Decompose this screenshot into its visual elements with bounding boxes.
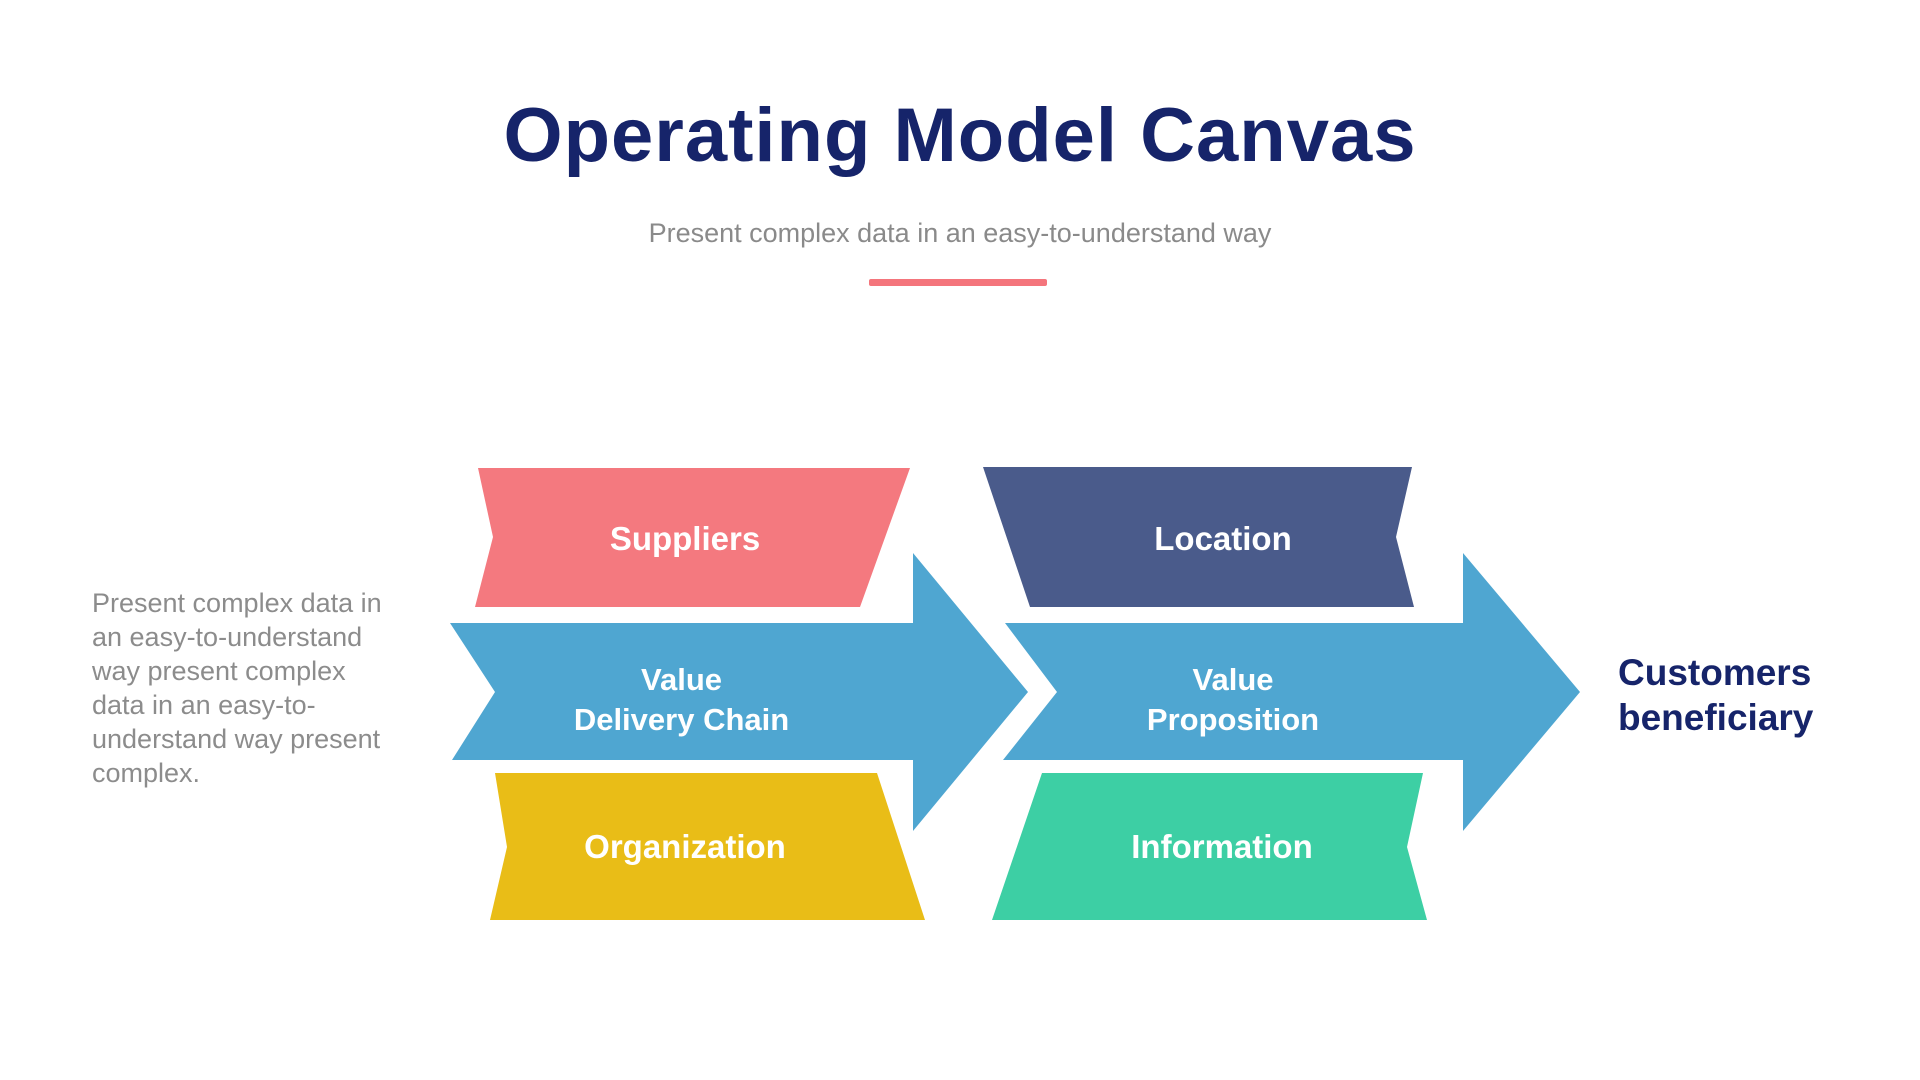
page-subtitle: Present complex data in an easy-to-under… bbox=[648, 218, 1272, 248]
accent-underline bbox=[869, 279, 1047, 286]
organization-shape bbox=[490, 773, 925, 920]
page-title: Operating Model Canvas bbox=[503, 93, 1417, 178]
description-paragraph: Present complex data in an easy-to-under… bbox=[92, 588, 382, 788]
customers-beneficiary-line2: beneficiary bbox=[1618, 697, 1814, 738]
information-shape bbox=[992, 773, 1427, 920]
suppliers-shape bbox=[475, 468, 910, 607]
customers-beneficiary-label: Customers beneficiary bbox=[1618, 650, 1813, 740]
customers-beneficiary-line1: Customers bbox=[1618, 652, 1812, 693]
location-shape bbox=[983, 467, 1414, 607]
value-proposition-arrow-shape bbox=[1003, 553, 1580, 831]
value-delivery-chain-arrow-shape bbox=[450, 553, 1028, 831]
